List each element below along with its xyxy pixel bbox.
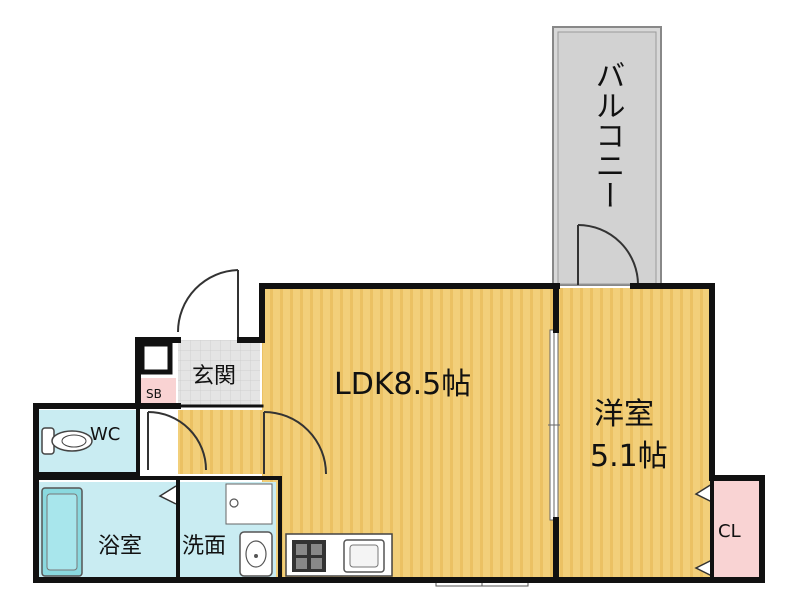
washing-machine-space [225, 483, 273, 525]
kitchen-sink-icon [343, 539, 385, 573]
closet-door-bottom-icon [694, 559, 713, 577]
toilet-icon [41, 427, 93, 455]
ldk-label: LDK8.5帖 [334, 367, 471, 402]
sliding-door [548, 329, 560, 521]
ldk-door [263, 411, 327, 475]
bathtub-icon [41, 487, 83, 577]
washroom-label: 洗面 [182, 534, 226, 559]
wc-door [147, 411, 207, 471]
western-room-floor [556, 288, 712, 580]
balcony-door [577, 224, 639, 286]
entrance-label: 玄関 [192, 364, 236, 389]
walls [33, 283, 765, 583]
stove-icon [292, 540, 326, 572]
closet [714, 478, 760, 578]
western-room-size: 5.1帖 [590, 439, 668, 474]
shoebox-label: SB [146, 387, 162, 401]
sink-icon [239, 531, 273, 577]
balcony-label: バルコニー [590, 60, 625, 210]
hallway-floor [178, 410, 262, 474]
balcony: バルコニー [552, 26, 662, 286]
western-room-name: 洋室 [594, 397, 654, 432]
wc-label: WC [90, 424, 120, 445]
entrance-door [177, 269, 239, 338]
bath-label: 浴室 [98, 534, 142, 559]
pipe-space [139, 341, 173, 375]
shoebox [140, 378, 176, 406]
closet-label: CL [718, 521, 741, 542]
bath-door-icon [158, 485, 177, 505]
entrance-floor [178, 340, 260, 406]
closet-door-top-icon [694, 483, 713, 503]
